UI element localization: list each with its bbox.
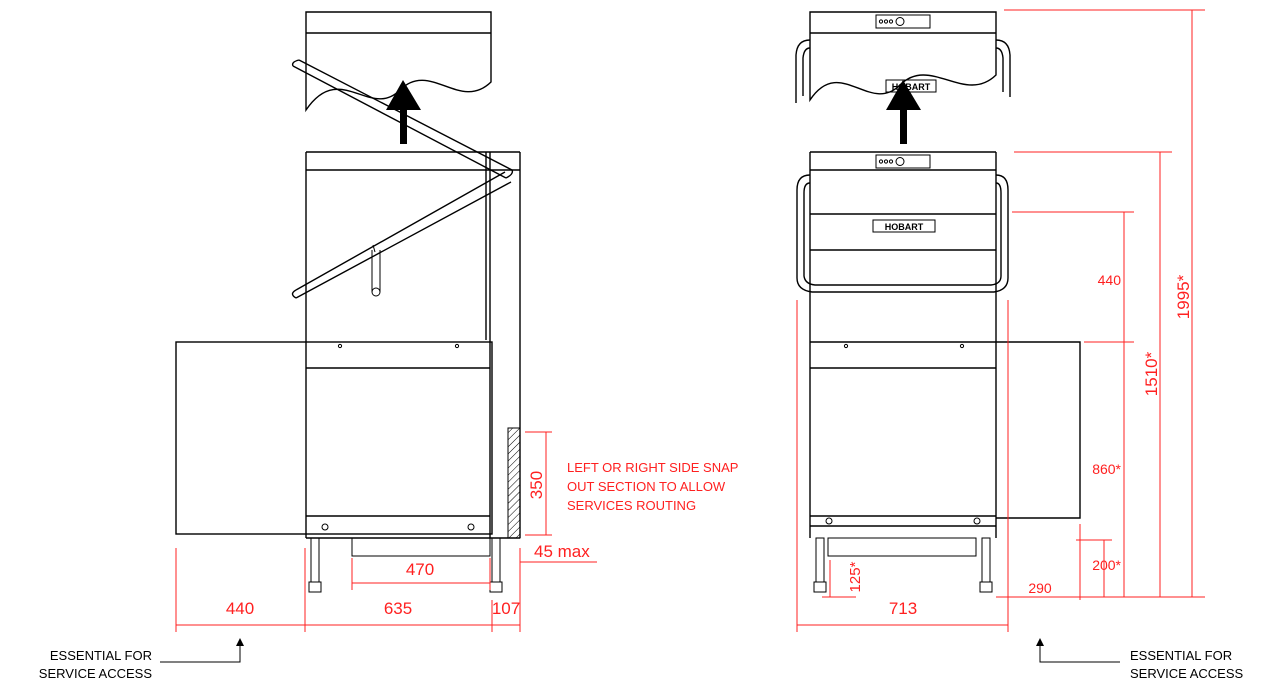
side-dimensions [175, 431, 597, 632]
dim-table-height: 860* [1092, 461, 1121, 477]
dim-snap-out-height: 350 [527, 471, 546, 499]
snap-out-note: LEFT OR RIGHT SIDE SNAP OUT SECTION TO A… [567, 460, 738, 513]
note-line-2: OUT SECTION TO ALLOW [567, 479, 726, 494]
side-service-label-2: SERVICE ACCESS [39, 666, 153, 681]
front-dimensions [796, 9, 1205, 632]
dim-inlet-height: 200* [1092, 557, 1121, 573]
dim-side-table-depth: 440 [226, 599, 254, 618]
front-service-label-2: SERVICE ACCESS [1130, 666, 1244, 681]
front-service-leader [1039, 642, 1120, 663]
side-service-label-1: ESSENTIAL FOR [50, 648, 152, 663]
front-view: HOBART HOBART [795, 9, 1244, 681]
dim-machine-depth: 635 [384, 599, 412, 618]
dim-foot-height: 125* [847, 561, 864, 592]
side-table [175, 341, 493, 535]
dim-right-offset: 290 [1028, 580, 1052, 596]
dim-rear-gap: 107 [492, 599, 520, 618]
note-line-3: SERVICES ROUTING [567, 498, 696, 513]
front-raised-hood: HOBART [795, 11, 1011, 103]
front-service-label-1: ESSENTIAL FOR [1130, 648, 1232, 663]
side-machine-body [305, 151, 521, 593]
dim-front-width: 713 [889, 599, 917, 618]
front-hood-brand-badge: HOBART [892, 82, 931, 92]
side-service-leader [160, 642, 241, 663]
dim-closed-height: 1510* [1142, 351, 1161, 396]
front-machine-body: HOBART [796, 151, 1009, 593]
dim-hood-travel: 440 [1098, 272, 1122, 288]
dim-rear-clearance: 45 max [534, 542, 590, 561]
note-line-1: LEFT OR RIGHT SIDE SNAP [567, 460, 738, 475]
side-hood-lift-arrow [386, 80, 421, 144]
side-view: 440 635 107 470 45 max 350 LEFT OR RIGHT… [39, 11, 738, 681]
dim-open-height: 1995* [1174, 274, 1193, 319]
front-hood-lift-arrow [886, 80, 921, 144]
front-brand-badge: HOBART [885, 222, 924, 232]
front-side-table [810, 341, 1081, 519]
dim-tray-width: 470 [406, 560, 434, 579]
